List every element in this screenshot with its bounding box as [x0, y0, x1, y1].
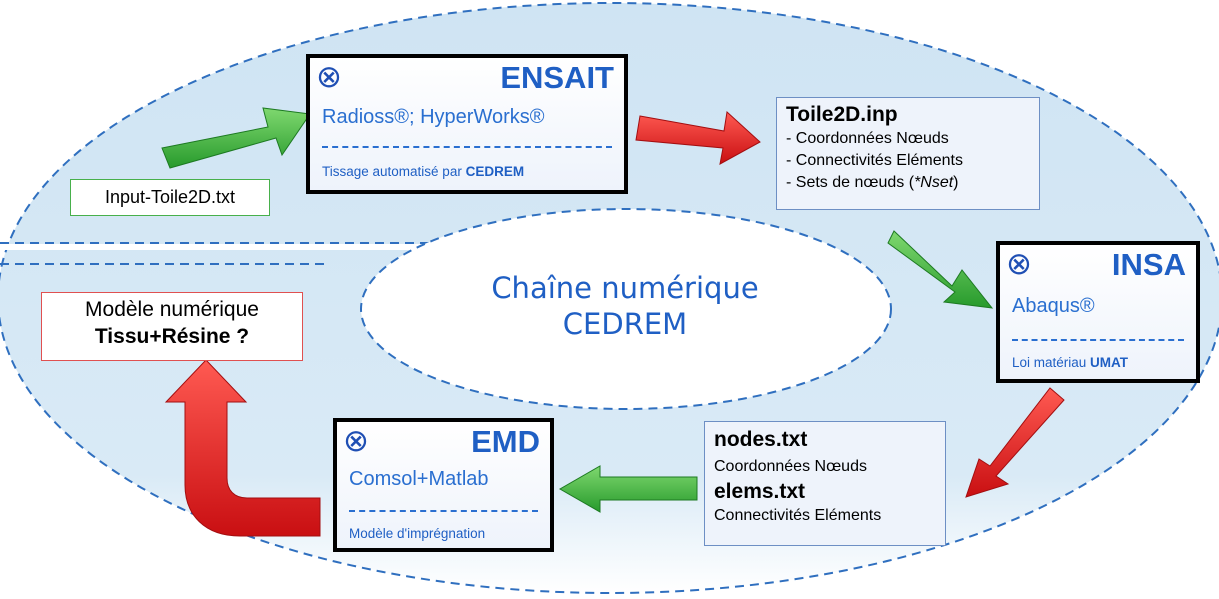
ensait-box: ⊗ ENSAIT Radioss®; HyperWorks® Tissage a… — [306, 54, 628, 194]
input-file-box: Input-Toile2D.txt — [70, 179, 270, 216]
insa-title: INSA — [1111, 247, 1186, 282]
ensait-title: ENSAIT — [500, 60, 614, 95]
insa-note: Loi matériau UMAT — [1012, 355, 1129, 370]
elems-desc: Connectivités Eléments — [714, 507, 882, 524]
emd-title: EMD — [471, 424, 540, 459]
arrow-red-insa-to-outputs — [965, 387, 1065, 498]
ensait-note: Tissage automatisé par CEDREM — [322, 164, 525, 179]
center-subtitle: CEDREM — [562, 307, 688, 341]
arrow-green-outputs-to-emd — [558, 465, 698, 513]
insa-box: ⊗ INSA Abaqus® Loi matériau UMAT — [996, 241, 1200, 383]
center-ellipse — [360, 208, 892, 410]
model-line-1: Modèle numérique — [85, 298, 259, 321]
arrow-green-toile-to-insa — [887, 230, 994, 309]
toile2d-note: Toile2D.inp - Coordonnées Nœuds - Connec… — [776, 97, 1040, 210]
crossed-circle-icon: ⊗ — [343, 423, 369, 459]
input-file-label: Input-Toile2D.txt — [104, 187, 236, 207]
model-line-2: Tissu+Résine ? — [94, 325, 250, 348]
center-title: Chaîne numérique — [491, 271, 759, 305]
ensait-divider — [322, 146, 612, 148]
toile2d-filename: Toile2D.inp — [786, 103, 898, 126]
ensait-software: Radioss®; HyperWorks® — [322, 106, 545, 128]
nodes-desc: Coordonnées Nœuds — [714, 458, 867, 475]
emd-box: ⊗ EMD Comsol+Matlab Modèle d'imprégnatio… — [333, 418, 554, 552]
nodes-filename: nodes.txt — [714, 428, 808, 451]
arrow-green-input-to-ensait — [161, 107, 311, 169]
center-title-group: Chaîne numérique CEDREM — [420, 270, 830, 342]
toile2d-line-3: - Sets de nœuds (*Nset) — [786, 174, 959, 191]
arrow-red-ensait-to-toile — [635, 111, 761, 165]
toile2d-line-1: - Coordonnées Nœuds — [786, 130, 949, 147]
emd-software: Comsol+Matlab — [349, 468, 489, 490]
arrow-red-emd-to-model — [164, 359, 321, 537]
emd-note: Modèle d'imprégnation — [349, 526, 486, 541]
model-box: Modèle numérique Tissu+Résine ? — [41, 292, 303, 361]
toile2d-line-2: - Connectivités Eléments — [786, 152, 963, 169]
insa-divider — [1012, 339, 1184, 341]
insa-software: Abaqus® — [1012, 295, 1095, 317]
outputs-note: nodes.txt Coordonnées Nœuds elems.txt Co… — [704, 421, 946, 546]
crossed-circle-icon: ⊗ — [316, 59, 342, 95]
emd-divider — [349, 510, 538, 512]
elems-filename: elems.txt — [714, 480, 806, 503]
crossed-circle-icon: ⊗ — [1006, 246, 1032, 282]
